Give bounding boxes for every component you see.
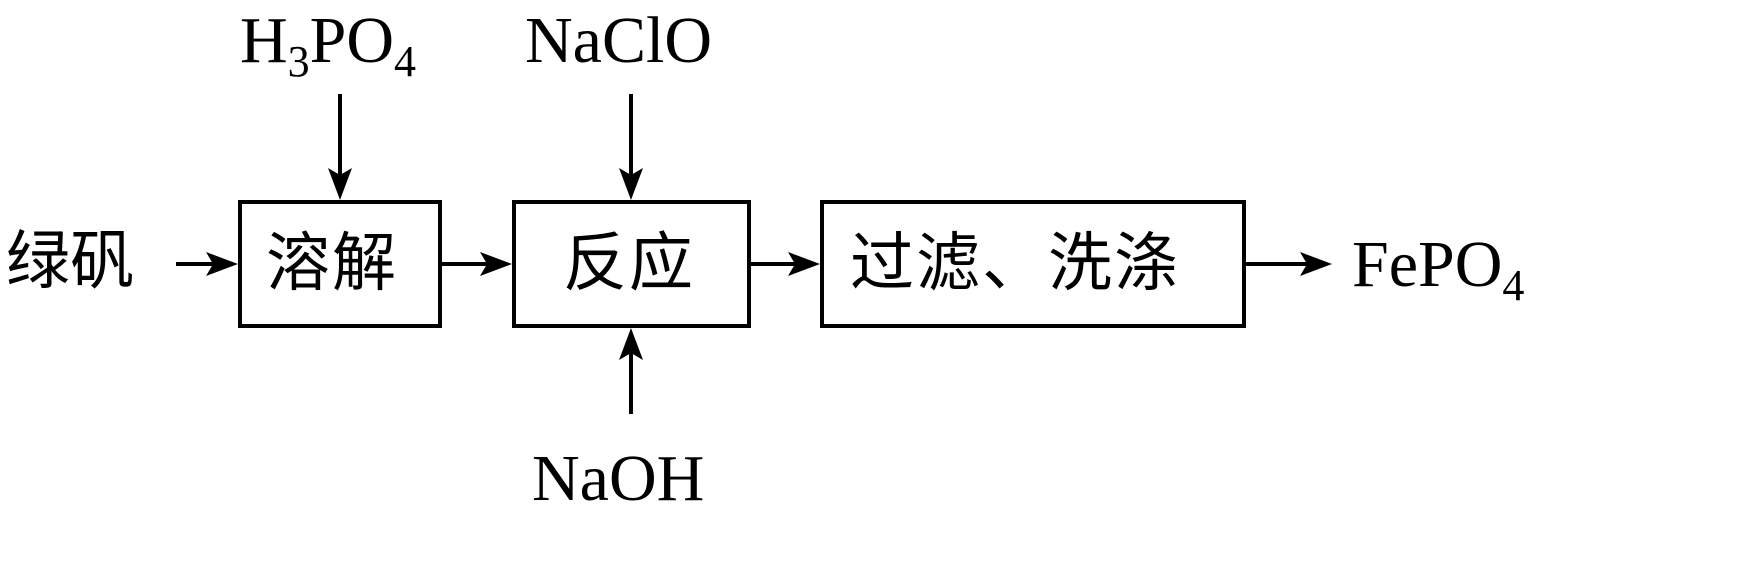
step-dissolve-label: 溶解 (266, 227, 398, 301)
reagent-naclo-label: NaClO (525, 4, 712, 77)
step-filter-wash-label: 过滤、洗涤 (850, 227, 1180, 301)
box-filter-wash (820, 200, 1246, 328)
arrow-start-to-dissolve (176, 252, 238, 276)
box-dissolve (238, 200, 442, 328)
arrow-naoh-up (619, 328, 643, 414)
start-material-label: 绿矾 (6, 225, 134, 299)
arrow-react-to-filter (751, 252, 820, 276)
arrow-dissolve-to-react (442, 252, 512, 276)
arrow-h3po4-down (328, 94, 352, 200)
arrow-naclo-down (619, 94, 643, 200)
reagent-naoh-label: NaOH (532, 442, 705, 515)
reagent-h3po4-label: H3PO4 (240, 4, 417, 86)
step-react-label: 反应 (563, 227, 695, 301)
box-react (512, 200, 751, 328)
arrow-filter-to-product (1246, 252, 1332, 276)
product-fepo4-label: FePO4 (1352, 228, 1525, 310)
